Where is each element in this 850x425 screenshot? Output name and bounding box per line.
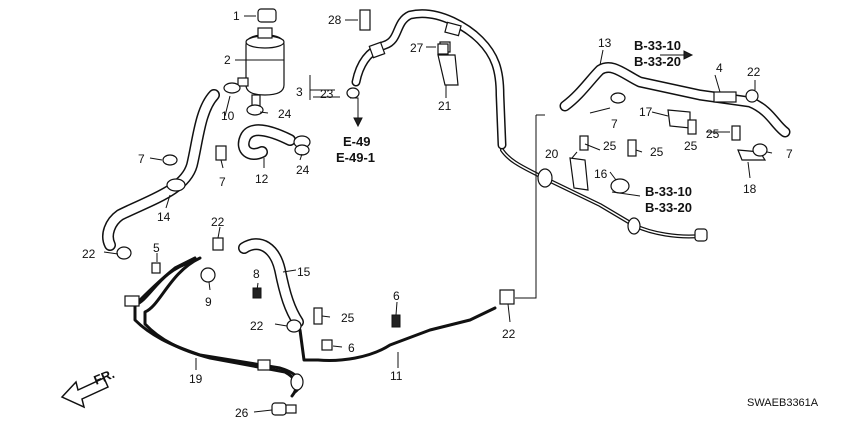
callout-12: 12 (255, 172, 269, 186)
callout-6-upper: 6 (393, 289, 400, 303)
callout-5: 5 (153, 241, 160, 255)
clip-16 (610, 178, 630, 194)
guide-lines (309, 75, 545, 299)
ref-b3320-top: B-33-20 (634, 54, 681, 69)
ref-b3320-mid: B-33-20 (645, 200, 692, 215)
clamp-22-center (499, 289, 515, 305)
bolt-27 (437, 43, 449, 55)
callout-19: 19 (189, 372, 203, 386)
callout-24-lower: 24 (296, 163, 310, 177)
callout-18: 18 (743, 182, 757, 196)
callout-28: 28 (328, 13, 342, 27)
hose-14 (102, 89, 220, 251)
clip-7-mid (215, 145, 227, 161)
arrow-b33-top (660, 50, 694, 60)
callout-10: 10 (221, 109, 235, 123)
callout-6-lower: 6 (348, 341, 355, 355)
callout-22-right: 22 (747, 65, 761, 79)
arrow-b33-mid (611, 191, 641, 197)
bolt-25-mid-a (579, 135, 589, 151)
leader-lines (103, 15, 773, 413)
bracket-17 (667, 109, 691, 129)
clip-9 (200, 267, 216, 283)
bolt-28 (359, 9, 371, 31)
callout-16: 16 (594, 167, 608, 181)
callout-1: 1 (233, 9, 240, 23)
callout-22-center: 22 (502, 327, 516, 341)
callout-17: 17 (639, 105, 653, 119)
ref-b3310-mid: B-33-10 (645, 184, 692, 199)
callout-4: 4 (716, 61, 723, 75)
ref-e49-1: E-49-1 (336, 150, 375, 165)
callout-21: 21 (438, 99, 452, 113)
callout-8: 8 (253, 267, 260, 281)
callout-11: 11 (390, 369, 403, 383)
callout-7-left: 7 (138, 152, 145, 166)
callout-14: 14 (157, 210, 171, 224)
bolt-25-right-b (731, 125, 741, 141)
callout-25-mid-b: 25 (650, 145, 664, 159)
clip-23 (346, 87, 360, 99)
reference-labels: E-49 E-49-1 B-33-10 B-33-20 B-33-10 B-33… (336, 38, 819, 409)
callout-3: 3 (296, 85, 303, 99)
reservoir-tank (237, 8, 285, 108)
callout-15: 15 (297, 265, 311, 279)
callout-27: 27 (410, 41, 424, 55)
feed-hose-main (351, 9, 507, 150)
ref-e49: E-49 (343, 134, 370, 149)
clamp-22-left (116, 246, 132, 260)
callout-13: 13 (598, 36, 612, 50)
cooler-lines-19 (124, 256, 497, 398)
callout-26: 26 (235, 406, 249, 420)
bolt-25-lower (313, 307, 323, 325)
clamp-22-top-left (212, 237, 224, 251)
callout-25-right-a: 25 (684, 139, 698, 153)
clamp-22-lower (286, 319, 302, 333)
callout-7-right-b: 7 (786, 147, 793, 161)
clip-6-lower (321, 339, 333, 351)
front-direction-arrow: FR. (60, 366, 117, 409)
ref-b3310-top: B-33-10 (634, 38, 681, 53)
bolt-25-right-a (687, 119, 697, 135)
callout-9: 9 (205, 295, 212, 309)
hose-15 (238, 238, 304, 328)
pressure-line-right (500, 148, 708, 242)
clamp-24-upper (246, 104, 264, 116)
clip-22-right (745, 89, 759, 103)
callout-23: 23 (320, 87, 334, 101)
diagram-code: SWAEB3361A (747, 397, 819, 409)
callout-7-mid: 7 (219, 175, 226, 189)
callout-25-right-b: 25 (706, 127, 720, 141)
bolt-25-mid-b (627, 139, 637, 157)
callout-25-mid-a: 25 (603, 139, 617, 153)
clamp-24-lower (294, 144, 310, 156)
return-hose-12 (237, 124, 311, 160)
callout-22-lower: 22 (250, 319, 264, 333)
hose-13 (559, 62, 791, 138)
front-marker-label: FR. (92, 366, 117, 388)
callout-20: 20 (545, 147, 559, 161)
callout-22-left: 22 (82, 247, 96, 261)
bracket-20 (569, 157, 589, 191)
callout-25-lower: 25 (341, 311, 355, 325)
clamp-10 (223, 82, 241, 94)
clip-7-left (162, 154, 178, 166)
clip-7-right (752, 143, 768, 157)
clip-6-upper (391, 314, 401, 328)
callout-7-right-a: 7 (611, 117, 618, 131)
bolt-5 (151, 262, 161, 274)
callout-labels: 1 2 3 4 5 6 6 7 7 7 7 8 9 10 11 12 13 14… (82, 9, 793, 420)
bolt-26 (271, 402, 297, 416)
arrow-e49 (353, 100, 363, 128)
callout-22-top: 22 (211, 215, 225, 229)
callout-24-upper: 24 (278, 107, 292, 121)
callout-2: 2 (224, 53, 231, 67)
